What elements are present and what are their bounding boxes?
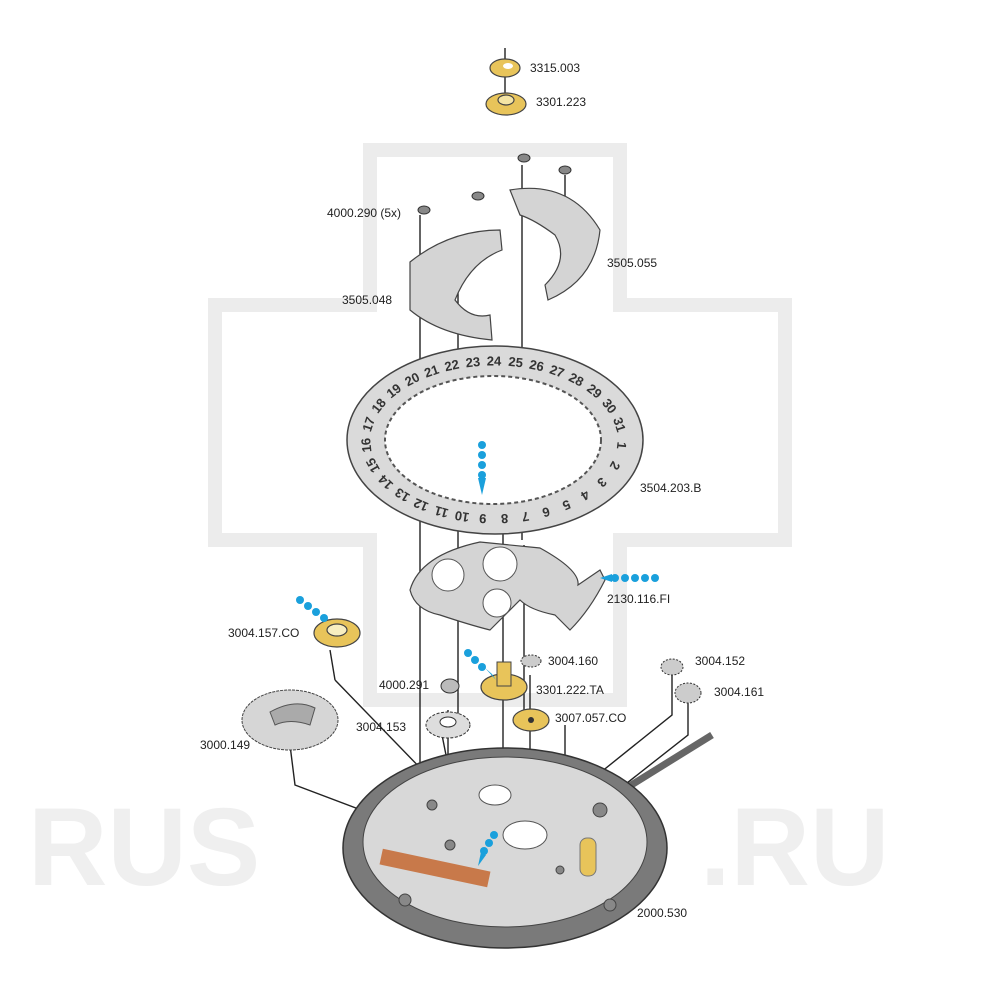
date-ring-number: 15 [363,455,383,475]
part-3007-057-CO [512,708,550,732]
date-ring-number: 17 [359,415,378,433]
label-2000-530: 2000.530 [637,906,687,920]
date-ring-number: 25 [508,354,524,370]
part-3505-055-plate [509,187,601,301]
date-ring-number: 12 [411,495,430,514]
date-ring-number: 21 [422,362,441,381]
label-4000-291: 4000.291 [379,678,429,692]
label-3000-149: 3000.149 [200,738,250,752]
label-3315-003: 3315.003 [530,61,580,75]
part-3301-222-TA [480,661,528,701]
date-ring-number: 10 [454,508,471,525]
date-ring-number: 16 [358,437,374,453]
label-3505-048: 3505.048 [342,293,392,307]
part-3000-149 [241,689,339,751]
date-ring-number: 31 [610,415,629,433]
part-3505-048-plate [409,229,503,341]
label-3004-160: 3004.160 [548,654,598,668]
part-3004-153 [425,711,471,739]
part-4000-291 [440,678,460,694]
part-3315-003 [489,58,521,78]
date-ring-number: 23 [465,354,481,370]
date-ring-number: 8 [501,511,509,526]
label-3004-152: 3004.152 [695,654,745,668]
swiss-cross-watermark [208,143,792,707]
date-ring-number: 20 [402,369,422,389]
part-3004-152 [660,658,684,676]
date-ring-number: 27 [548,362,567,381]
label-3004-161: 3004.161 [714,685,764,699]
watermark-right: .RU [700,786,889,909]
part-3301-223 [485,92,527,116]
date-ring-number: 26 [528,357,545,375]
date-ring-number: 9 [479,511,487,526]
date-ring-number: 13 [392,485,412,505]
label-4000-290: 4000.290 (5x) [327,206,401,220]
part-3004-160 [520,654,542,668]
label-3007-057-CO: 3007.057.CO [555,711,626,725]
part-2000-530-mainplate [342,747,668,949]
part-3004-161 [674,682,702,704]
label-3301-222-TA: 3301.222.TA [536,683,604,697]
label-3301-223: 3301.223 [536,95,586,109]
label-3504-203-B: 3504.203.B [640,481,701,495]
date-ring-number: 6 [541,504,552,520]
date-ring-number: 1 [614,441,630,450]
date-ring-number: 22 [443,357,460,375]
label-3004-153: 3004.153 [356,720,406,734]
date-ring-number: 7 [521,509,530,525]
date-ring-number: 11 [433,503,450,521]
lubrication-markers [296,441,659,866]
label-2130-116-FI: 2130.116.FI [607,592,670,606]
date-ring-number: 28 [566,370,586,390]
date-ring-number: 24 [487,353,502,368]
label-3004-157-CO: 3004.157.CO [228,626,299,640]
label-3505-055: 3505.055 [607,256,657,270]
watermark-left: RUS [28,786,260,909]
part-3004-157-CO [313,618,361,648]
winding-stem [618,732,714,795]
